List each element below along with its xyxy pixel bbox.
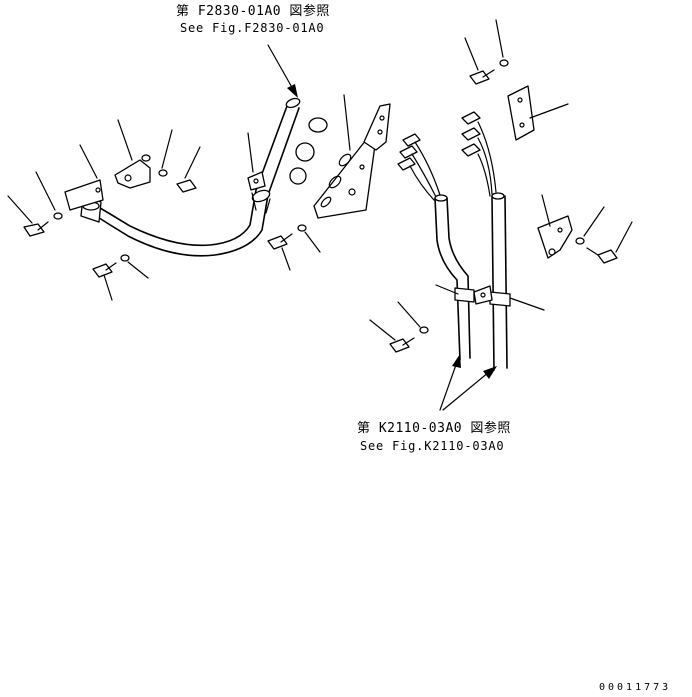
washer-6 — [419, 326, 429, 334]
bolt-1 — [23, 221, 49, 237]
wire-harness-right — [397, 85, 535, 371]
washer-1 — [53, 212, 63, 220]
leader-lines — [7, 19, 633, 341]
reference-top: 第 F2830-01A0 図参照 See Fig.F2830-01A0 — [176, 3, 330, 35]
washer-7 — [575, 237, 585, 245]
mounting-plate — [313, 103, 391, 219]
bolt-3 — [176, 179, 197, 193]
washer-3 — [158, 169, 168, 177]
washer-2 — [120, 254, 130, 262]
reference-arrows-bottom — [439, 354, 497, 411]
reference-top-jp: 第 F2830-01A0 図参照 — [176, 3, 330, 19]
bolt-2 — [92, 262, 117, 278]
bolt-6 — [389, 337, 415, 353]
reference-bottom: 第 K2110-03A0 図参照 See Fig.K2110-03A0 — [357, 420, 511, 453]
reference-bottom-en: See Fig.K2110-03A0 — [360, 439, 504, 453]
grommets — [289, 117, 328, 185]
reference-bottom-jp: 第 K2110-03A0 図参照 — [357, 420, 511, 436]
bolt-5 — [469, 69, 495, 85]
bolt-7 — [586, 247, 618, 264]
reference-arrow-top — [267, 44, 298, 98]
tube-assembly-left — [64, 97, 301, 257]
bracket-right — [537, 215, 573, 259]
bolt-4 — [267, 233, 293, 250]
washer-5 — [499, 59, 509, 67]
reference-top-en: See Fig.F2830-01A0 — [180, 21, 324, 35]
washer-4 — [297, 224, 307, 232]
document-number: 00011773 — [599, 682, 671, 693]
clamp-small — [114, 154, 151, 189]
